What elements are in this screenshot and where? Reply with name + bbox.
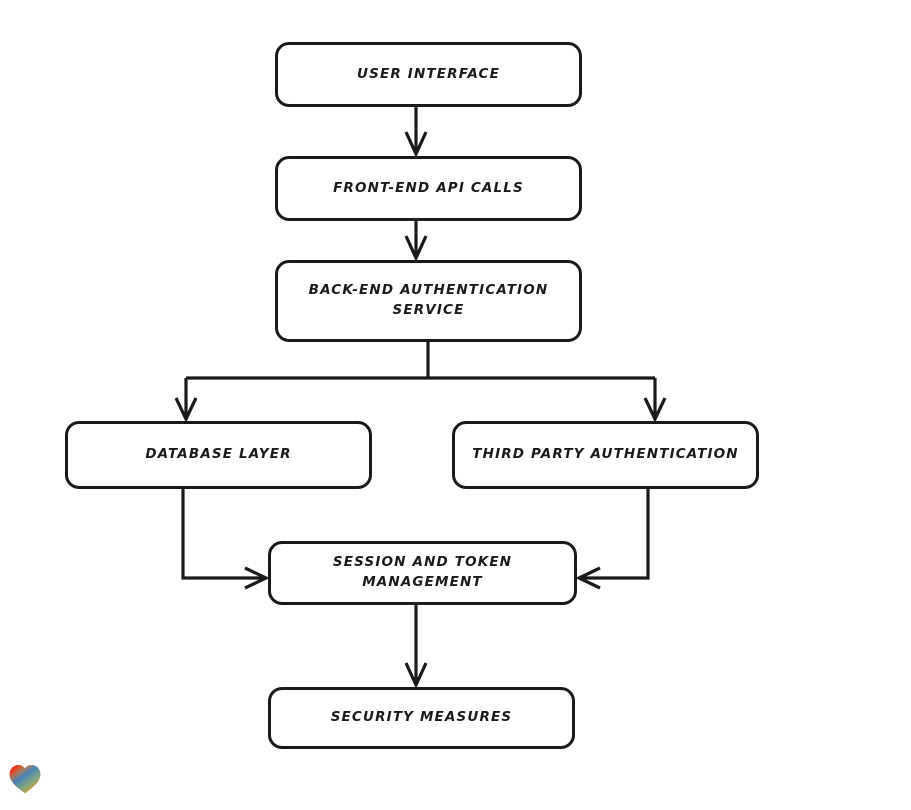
edge-backend-fork: [174, 342, 667, 423]
node-database-layer[interactable]: Database Layer: [65, 421, 372, 489]
node-security-measures[interactable]: Security Measures: [268, 687, 575, 749]
node-user-interface[interactable]: User Interface: [275, 42, 582, 107]
node-backend-authentication-service[interactable]: Back-End Authentication Service: [275, 260, 582, 342]
node-session-and-token-management[interactable]: Session and Token Management: [268, 541, 577, 605]
edge-frontend-to-backend: [404, 221, 428, 262]
node-third-party-authentication-label: Third Party Authentication: [472, 446, 739, 463]
node-frontend-api-calls-label: Front-End API Calls: [333, 179, 524, 196]
edge-ui-to-frontend: [404, 107, 428, 158]
node-third-party-authentication[interactable]: Third Party Authentication: [452, 421, 759, 489]
node-user-interface-label: User Interface: [357, 65, 500, 82]
node-frontend-api-calls[interactable]: Front-End API Calls: [275, 156, 582, 221]
edge-thirdparty-to-session: [575, 489, 650, 590]
node-database-layer-label: Database Layer: [145, 446, 292, 463]
edge-session-to-security: [404, 605, 428, 689]
heart-icon: [9, 765, 41, 794]
node-security-measures-label: Security Measures: [330, 709, 513, 726]
node-session-and-token-management-label: Session and Token Management: [332, 554, 513, 590]
node-backend-authentication-service-label: Back-End Authentication Service: [308, 282, 549, 318]
edge-database-to-session: [181, 489, 270, 590]
